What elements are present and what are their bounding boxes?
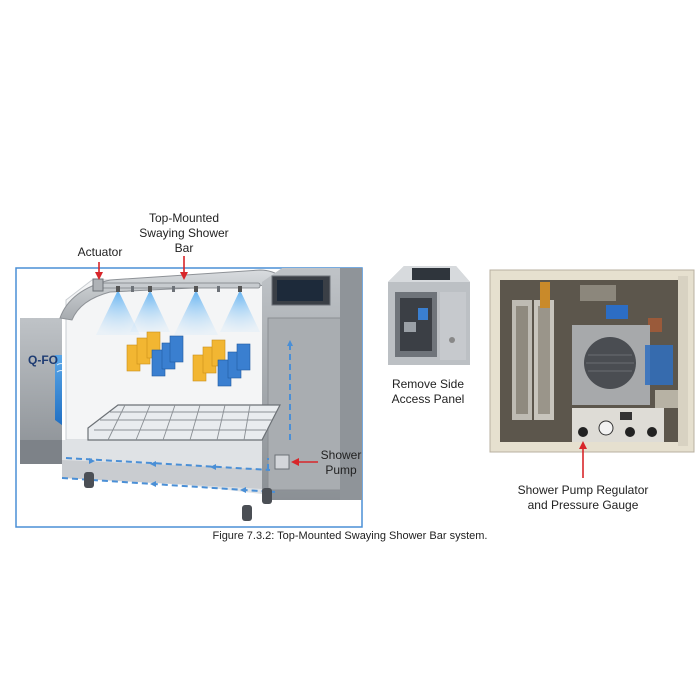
- shower-pump-box: [274, 454, 290, 470]
- side-panel-label: Remove Side Access Panel: [378, 377, 478, 407]
- regulator-label-line1: Shower Pump Regulator: [517, 483, 649, 497]
- shower-pump-label-line1: Shower: [320, 448, 362, 462]
- side-panel-label-line2: Access Panel: [391, 392, 465, 406]
- shower-pump-label-line2: Pump: [325, 463, 357, 477]
- brand-logo: Q-FO: [28, 353, 58, 367]
- side-access-panel-image: [388, 266, 470, 365]
- shower-pump-label: Shower Pump: [318, 448, 364, 478]
- shower-bar-label: Top-Mounted Swaying Shower Bar: [128, 211, 240, 256]
- water-flow-path: [61, 340, 291, 493]
- shower-bar: [99, 282, 261, 289]
- grated-rack: [87, 404, 281, 441]
- regulator-label: Shower Pump Regulator and Pressure Gauge: [508, 483, 658, 513]
- shower-bar-label-line3: Bar: [174, 241, 194, 255]
- actuator-label: Actuator: [77, 245, 123, 259]
- flow-arrows: [89, 340, 293, 493]
- spray-nozzles: [96, 286, 260, 335]
- shower-bar-label-line2: Swaying Shower: [139, 226, 229, 240]
- pump-regulator-photo: [489, 269, 695, 453]
- side-panel-label-line1: Remove Side: [391, 377, 465, 391]
- regulator-callout-arrow: [579, 441, 587, 478]
- figure-caption: Figure 7.3.2: Top-Mounted Swaying Shower…: [212, 530, 488, 542]
- left-reservoir-cabinet: [20, 318, 62, 460]
- caster-wheels: [84, 472, 272, 521]
- regulator-label-line2: and Pressure Gauge: [527, 498, 639, 512]
- control-cabinet-frame-right: [340, 268, 362, 500]
- callout-arrows: [95, 256, 318, 466]
- shower-bar-label-line1: Top-Mounted: [148, 211, 220, 225]
- test-panels-right: [192, 339, 251, 387]
- test-panels-left: [126, 331, 184, 377]
- actuator-body: [92, 278, 104, 292]
- control-screen: [277, 280, 323, 301]
